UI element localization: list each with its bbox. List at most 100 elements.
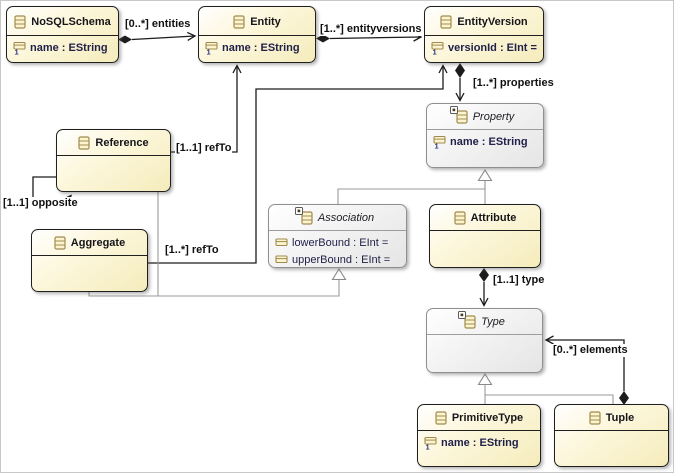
eattribute-icon — [13, 41, 26, 55]
attribute-row: upperBound : EInt = — [269, 251, 406, 268]
attribute-row: name : EString — [427, 133, 543, 150]
eattribute-icon — [431, 41, 444, 55]
abstract-badge-icon — [450, 106, 458, 114]
class-title: Attribute — [470, 212, 517, 224]
class-body: name : EString — [199, 36, 315, 56]
attribute-row: name : EString — [7, 39, 118, 56]
class-primitivetype[interactable]: PrimitiveType name : EString — [417, 404, 541, 467]
edge-label-opposite[interactable]: [1..1] opposite — [2, 197, 79, 210]
attribute-row: versionId : EInt = — [425, 39, 543, 56]
class-body: lowerBound : EInt = upperBound : EInt = — [269, 231, 406, 268]
class-body — [427, 335, 542, 338]
class-header: EntityVersion — [425, 7, 543, 36]
attribute-row: name : EString — [418, 434, 540, 451]
class-header: Aggregate — [32, 230, 147, 256]
class-type[interactable]: Type — [426, 308, 543, 373]
class-body: versionId : EInt = — [425, 36, 543, 56]
attribute-label: upperBound : EInt = — [292, 254, 391, 266]
class-header: Attribute — [430, 205, 540, 231]
class-body: name : EString — [427, 130, 543, 150]
class-title: PrimitiveType — [451, 412, 524, 424]
containment-diamond-entities — [118, 35, 132, 44]
class-title: Type — [481, 316, 505, 328]
class-association[interactable]: Association lowerBound : EInt = upperBou… — [268, 204, 407, 268]
eclass-icon — [464, 315, 476, 329]
eattribute-icon — [424, 436, 437, 450]
abstract-badge-icon — [458, 311, 466, 319]
class-title: Entity — [250, 15, 281, 28]
edge-label-refto-reference[interactable]: [1..1] refTo — [175, 142, 233, 155]
gen-triangle-type — [477, 372, 493, 386]
class-entityversion[interactable]: EntityVersion versionId : EInt = — [424, 6, 544, 63]
class-header: Entity — [199, 7, 315, 36]
edge-label-properties[interactable]: [1..*] properties — [472, 77, 555, 90]
eclass-icon — [301, 211, 313, 225]
edge-elements — [544, 335, 625, 391]
class-header: NoSQLSchema — [7, 7, 118, 36]
attribute-label: name : EString — [30, 42, 108, 54]
eattribute-icon — [205, 41, 218, 55]
eclass-icon — [14, 15, 26, 29]
class-header: Tuple — [555, 405, 668, 431]
eattribute-icon — [433, 135, 446, 149]
gen-triangle-association — [331, 267, 347, 281]
class-nosqlschema[interactable]: NoSQLSchema name : EString — [6, 6, 119, 63]
edge-entityversions — [329, 32, 423, 42]
class-body — [430, 231, 540, 234]
attribute-label: versionId : EInt = — [448, 42, 537, 54]
containment-diamond-type — [479, 268, 489, 282]
gen-association-property — [337, 181, 486, 204]
class-tuple[interactable]: Tuple — [554, 404, 669, 467]
class-title: Reference — [95, 137, 149, 149]
class-body — [57, 156, 170, 159]
class-header: Association — [269, 205, 406, 231]
class-reference[interactable]: Reference — [56, 129, 171, 192]
edge-refto-reference — [171, 64, 242, 153]
attribute-label: lowerBound : EInt = — [292, 237, 389, 249]
eclass-icon — [54, 236, 66, 250]
edge-label-refto-aggregate[interactable]: [1..*] refTo — [164, 244, 220, 257]
class-body — [555, 431, 668, 434]
gen-tuple-type — [485, 394, 614, 404]
eattribute-icon — [275, 253, 288, 267]
containment-diamond-elements — [619, 391, 629, 405]
class-attribute[interactable]: Attribute — [429, 204, 541, 268]
attribute-label: name : EString — [222, 42, 300, 54]
containment-diamond-properties — [455, 63, 465, 78]
eclass-icon — [456, 110, 468, 124]
class-header: Reference — [57, 130, 170, 156]
edge-label-entityversions[interactable]: [1..*] entityversions — [319, 23, 423, 36]
edge-label-type[interactable]: [1..1] type — [492, 274, 546, 287]
eclass-icon — [233, 15, 245, 29]
class-header: Property — [427, 104, 543, 130]
class-title: Aggregate — [70, 237, 126, 249]
edge-label-entities[interactable]: [0..*] entities — [124, 18, 192, 31]
eattribute-icon — [275, 236, 288, 250]
attribute-label: name : EString — [441, 437, 519, 449]
class-title: EntityVersion — [457, 15, 528, 28]
edge-entities — [131, 31, 197, 41]
eclass-icon — [440, 15, 452, 29]
class-title: Property — [472, 111, 515, 123]
eclass-icon — [435, 411, 447, 425]
attribute-label: name : EString — [450, 136, 528, 148]
gen-triangle-property — [477, 168, 493, 182]
class-header: Type — [427, 309, 542, 335]
class-property[interactable]: Property name : EString — [426, 103, 544, 168]
edge-label-elements[interactable]: [0..*] elements — [552, 344, 629, 357]
attribute-row: name : EString — [199, 39, 315, 56]
class-header: PrimitiveType — [418, 405, 540, 431]
abstract-badge-icon — [295, 207, 303, 215]
class-body: name : EString — [418, 431, 540, 451]
eclass-icon — [454, 211, 466, 225]
containment-diamond-entityversions — [316, 34, 330, 43]
class-title: Association — [317, 212, 375, 224]
class-body: name : EString — [7, 36, 118, 56]
class-aggregate[interactable]: Aggregate — [31, 229, 148, 292]
class-entity[interactable]: Entity name : EString — [198, 6, 316, 63]
gen-aggregate-association — [88, 292, 158, 297]
class-title: Tuple — [605, 412, 635, 424]
eclass-icon — [78, 136, 90, 150]
